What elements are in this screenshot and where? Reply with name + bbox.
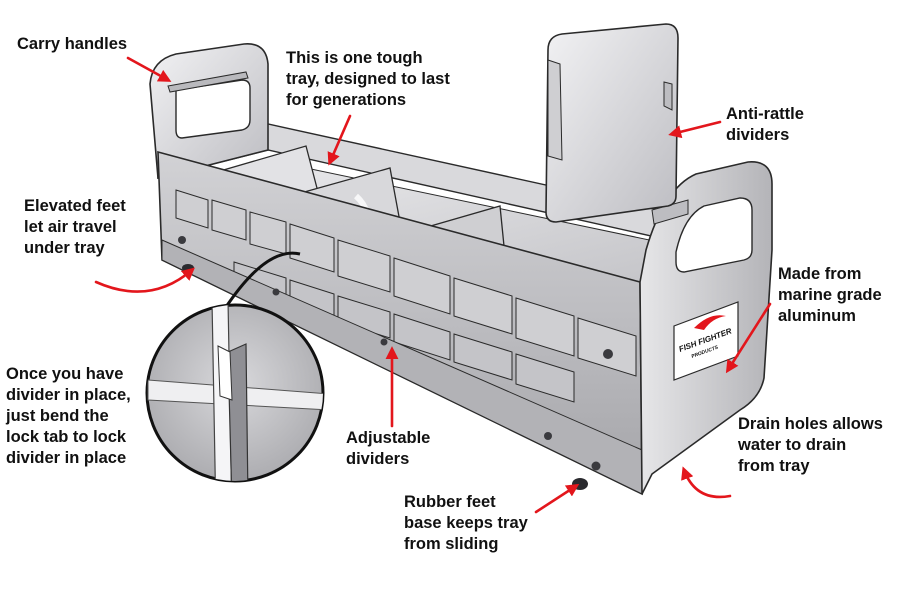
callout-lock-tab: Once you have divider in place, just ben… <box>6 365 131 467</box>
callout-rubber-feet: Rubber feet base keeps tray from sliding <box>404 493 528 553</box>
left-carry-handle <box>149 43 269 180</box>
callout-carry-handles: Carry handles <box>17 35 128 53</box>
callout-drain-holes: Drain holes allows water to drain from t… <box>738 415 883 475</box>
callout-arrows <box>94 56 772 514</box>
callout-tough-tray: This is one tough tray, designed to last… <box>286 49 450 109</box>
arrow-drain-holes <box>681 466 732 499</box>
callout-elevated-feet: Elevated feet let air travel under tray <box>24 197 126 257</box>
tray-front-wall <box>157 150 643 496</box>
anti-rattle-divider <box>545 23 679 223</box>
right-carry-handle: FISH FIGHTER PRODUCTS <box>639 161 773 495</box>
arrow-anti-rattle <box>668 120 722 139</box>
arrow-tough-tray <box>327 114 352 166</box>
callout-marine-aluminum: Made from marine grade aluminum <box>778 265 882 325</box>
zoom-inset <box>145 251 325 483</box>
callout-anti-rattle: Anti-rattle dividers <box>726 105 804 144</box>
arrow-carry-handles <box>126 56 172 82</box>
arrow-elevated-feet <box>94 267 195 293</box>
brand-sticker: FISH FIGHTER PRODUCTS <box>673 301 739 381</box>
callout-adjustable-dividers: Adjustable dividers <box>346 429 431 468</box>
arrow-marine-aluminum <box>725 302 772 374</box>
arrow-rubber-feet <box>534 483 580 514</box>
